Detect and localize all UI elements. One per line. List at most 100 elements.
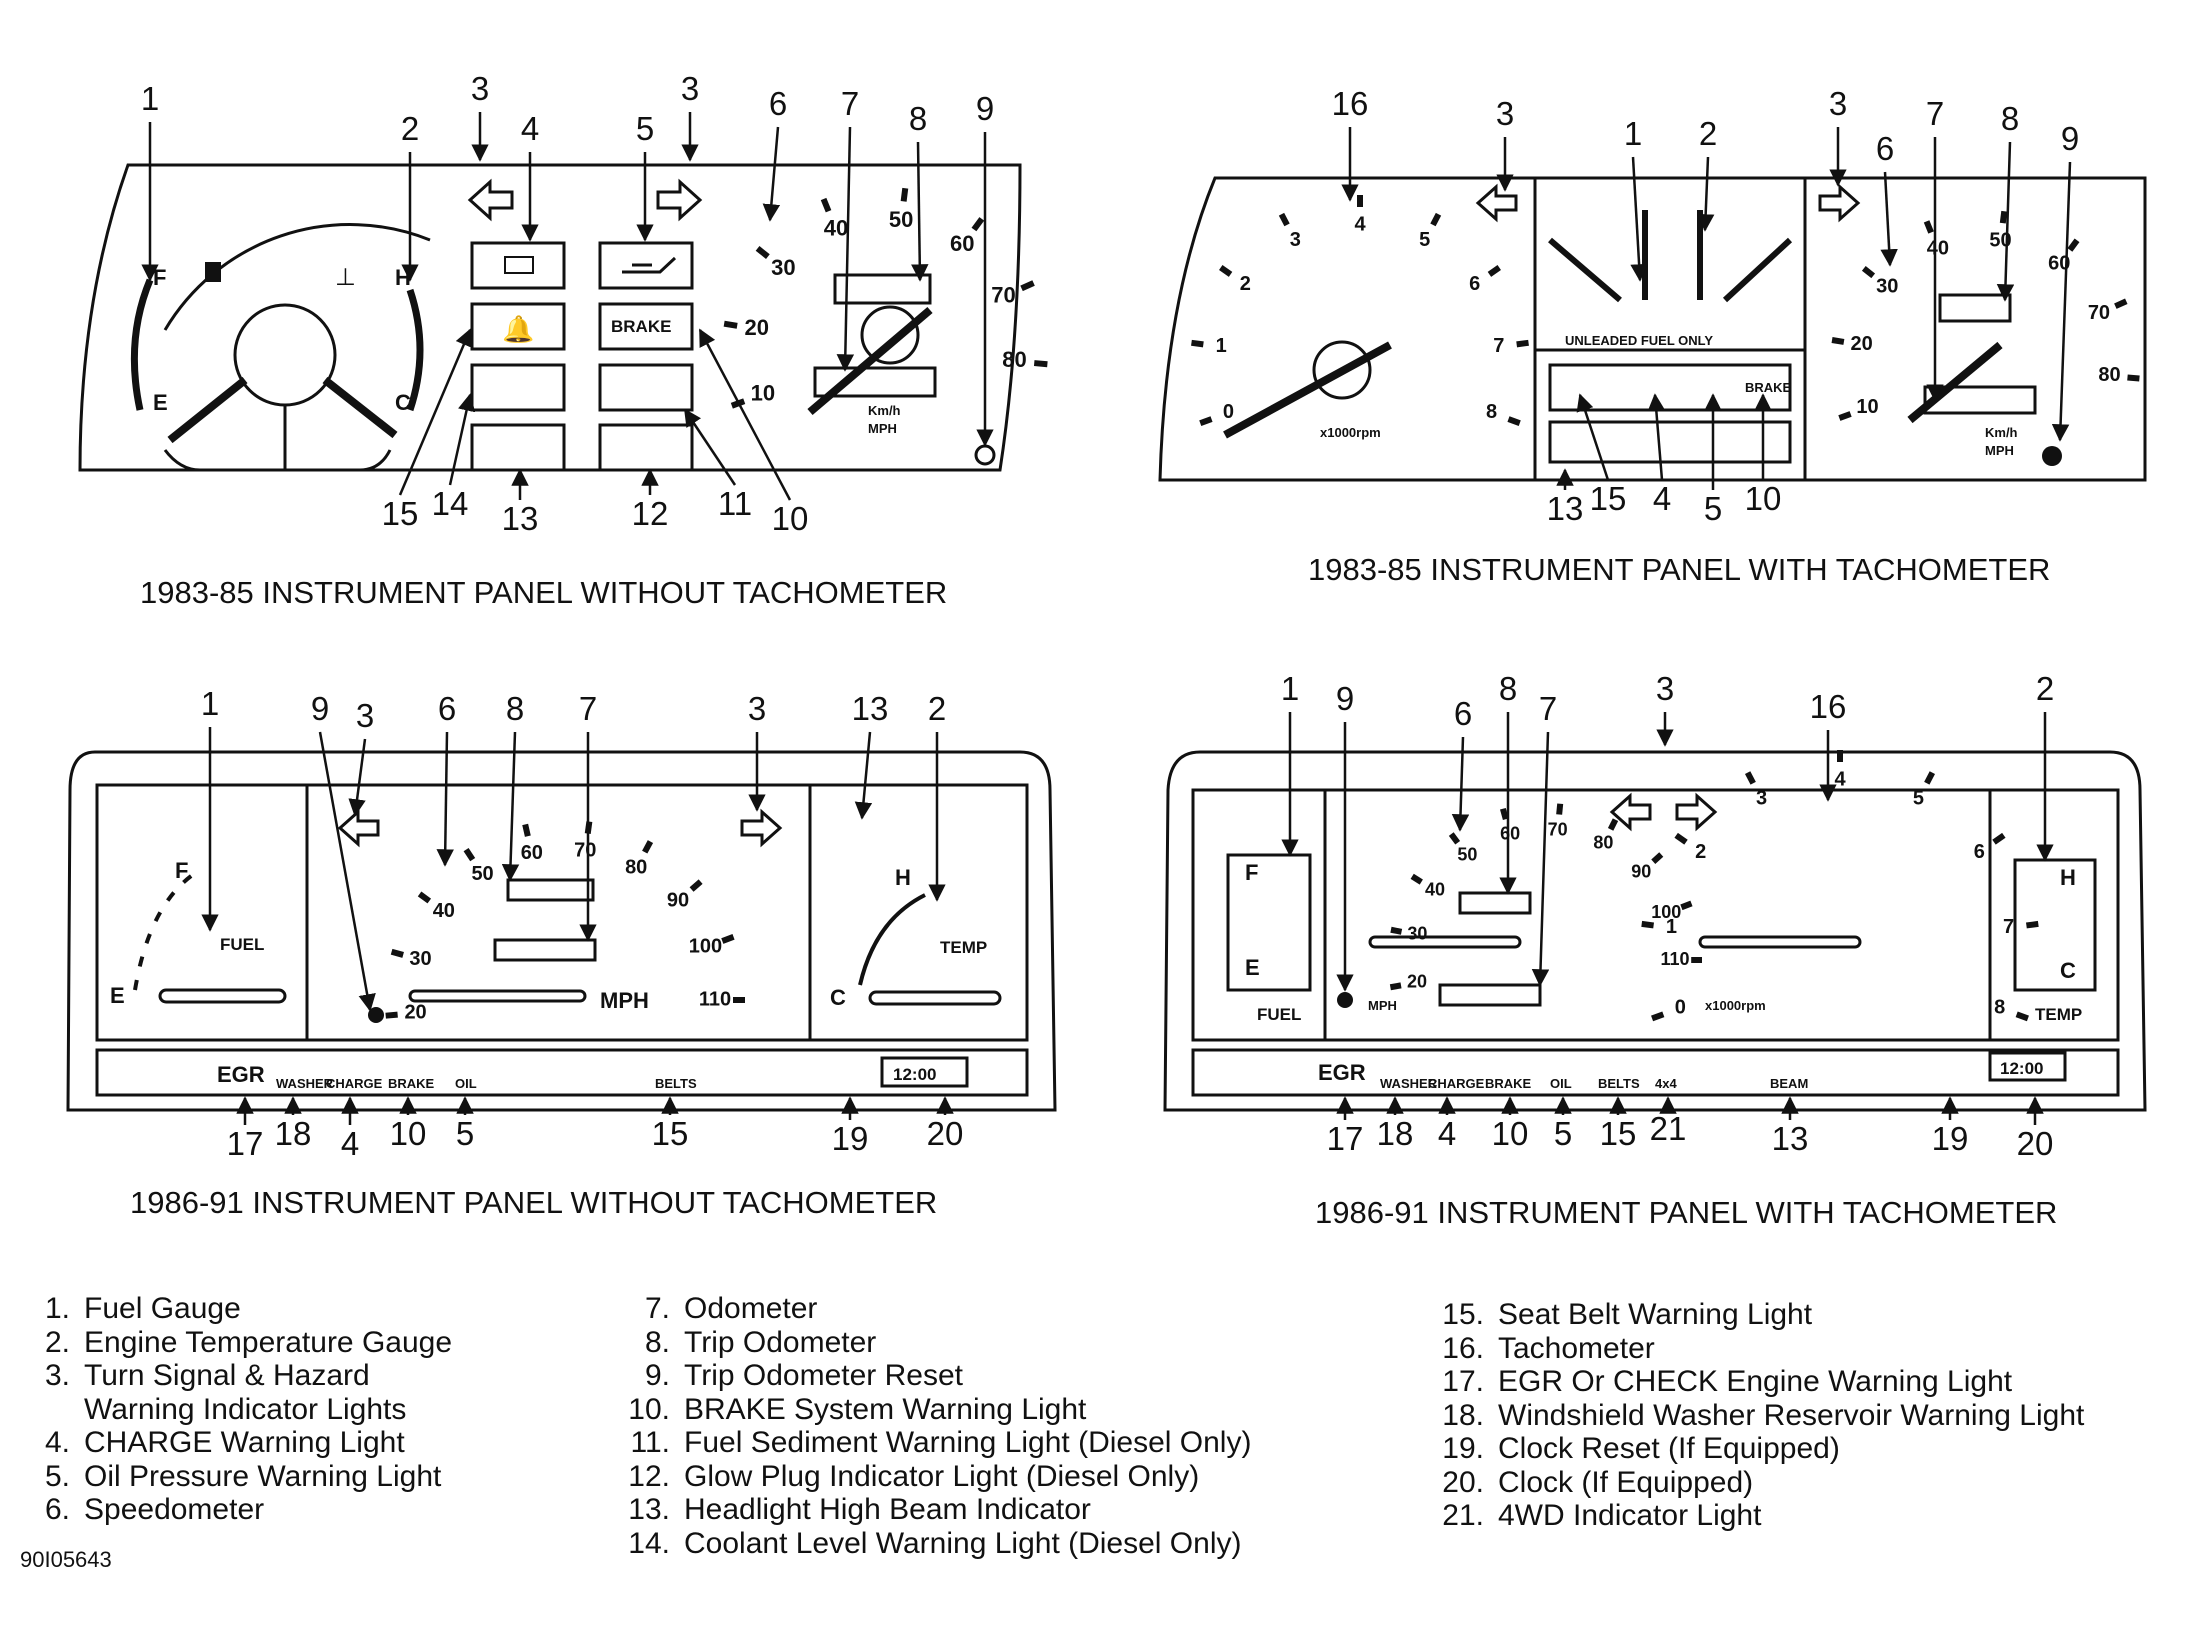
speed-tick: [689, 879, 703, 892]
speed-tick: [522, 823, 531, 837]
callout-leader: [1451, 736, 1470, 832]
fuel-pump-icon: [205, 262, 221, 282]
speed-mark: 50: [889, 207, 913, 232]
callout-1: 1: [1624, 115, 1642, 152]
legend-text: BRAKE System Warning Light: [684, 1392, 1087, 1426]
callout-3: 3: [1829, 85, 1847, 122]
right-turn-arrow: [740, 808, 783, 848]
callout-7: 7: [1926, 95, 1944, 132]
callout-leader: [762, 126, 781, 222]
speed-tick: [1607, 818, 1619, 831]
trip-odometer: [833, 273, 932, 305]
speed-tick: [417, 891, 432, 904]
callout-19: 19: [1932, 1120, 1969, 1157]
rpm-tick: [1191, 339, 1204, 348]
speed-mark: 40: [1425, 879, 1445, 899]
callout-leader: [1630, 156, 1648, 282]
left-turn-arrow: [1475, 183, 1518, 223]
speed-tick: [1923, 220, 1934, 234]
callout-3: 3: [748, 690, 766, 727]
brake-light: [598, 302, 694, 351]
egr-label: EGR: [1318, 1060, 1366, 1085]
speed-tick: [2127, 374, 2140, 382]
rpm-mark: 2: [1240, 273, 1251, 295]
speed-mark: 40: [1927, 238, 1949, 260]
callout-4: 4: [521, 110, 539, 147]
legend-text: Clock (If Equipped): [1498, 1465, 1754, 1499]
caption-1983-tach: 1983-85 INSTRUMENT PANEL WITH TACHOMETER: [1308, 552, 2051, 587]
callout-8: 8: [1499, 670, 1517, 707]
speed-tick: [900, 187, 909, 202]
speed-mark: 70: [2088, 302, 2110, 324]
rpm-mark: 4: [1354, 213, 1366, 235]
legend-text: CHARGE Warning Light: [84, 1426, 405, 1459]
callout-leader: [1696, 156, 1715, 232]
legend-item: 6.Speedometer: [28, 1493, 452, 1527]
rpm-mark: 1: [1666, 916, 1677, 938]
belts-label: BELTS: [1598, 1076, 1640, 1091]
lower-strip: [1548, 420, 1792, 464]
legend-text: Headlight High Beam Indicator: [684, 1493, 1091, 1526]
speed-mark: 110: [1660, 949, 1689, 969]
callout-leader: [1880, 171, 1898, 267]
speed-tick: [1838, 411, 1852, 421]
trip-odometer: [1458, 891, 1532, 915]
callout-9: 9: [311, 690, 329, 727]
rpm-mark: 7: [2003, 916, 2014, 938]
legend-text-continued: Warning Indicator Lights: [84, 1392, 407, 1426]
speed-tick: [1410, 873, 1423, 885]
temp-cold-label: C: [2060, 958, 2076, 983]
callout-21: 21: [1650, 1110, 1687, 1147]
legend-number: 1.: [44, 1292, 70, 1325]
rpm-tick: [2015, 1011, 2029, 1022]
fuel-sediment-light: [598, 363, 694, 412]
legend-text: Seat Belt Warning Light: [1498, 1298, 1813, 1331]
rpm-mark: 3: [1290, 229, 1301, 251]
left-turn-arrow: [1609, 792, 1652, 832]
left-turn-arrow: [337, 808, 380, 848]
caption-1986-tach: 1986-91 INSTRUMENT PANEL WITH TACHOMETER: [1315, 1195, 2058, 1230]
legend-text: Tachometer: [1498, 1331, 1655, 1365]
speed-mark: 30: [409, 948, 431, 970]
callout-leader: [836, 126, 855, 372]
legend-text: Engine Temperature Gauge: [84, 1325, 453, 1359]
fuel-empty-label: E: [153, 390, 168, 415]
speed-mark: 30: [771, 255, 795, 280]
rpm-mark: 7: [1493, 335, 1504, 357]
callout-leader: [2051, 161, 2072, 442]
callout-3: 3: [1496, 95, 1514, 132]
speed-mark: 90: [1631, 861, 1651, 881]
speed-tick: [2114, 298, 2128, 309]
trip-reset-knob: [2042, 446, 2062, 466]
rpm-label: x1000rpm: [1320, 425, 1381, 440]
warning-strip: [1191, 1048, 2120, 1097]
callout-13: 13: [502, 500, 539, 537]
legend-item: 11.Fuel Sediment Warning Light (Diesel O…: [628, 1426, 1252, 1460]
legend-item: 16.Tachometer: [1442, 1332, 2084, 1366]
legend-number: 17.: [1442, 1365, 1484, 1398]
legend-text: EGR Or CHECK Engine Warning Light: [1498, 1365, 2013, 1398]
rpm-mark: 6: [1469, 273, 1480, 295]
clock-display: [880, 1056, 969, 1088]
panel-bezel: [66, 750, 1057, 1112]
speed-tick: [1390, 926, 1403, 935]
speed-tick: [1448, 832, 1461, 845]
callout-2: 2: [401, 110, 419, 147]
rpm-tick: [1430, 212, 1442, 227]
right-turn-arrow: [656, 178, 703, 222]
callout-leader: [501, 731, 520, 882]
speed-mark: 40: [824, 215, 848, 240]
callout-1: 1: [1281, 670, 1299, 707]
callout-15: 15: [652, 1115, 689, 1152]
callout-13: 13: [1547, 490, 1584, 527]
legend-item: 18.Windshield Washer Reservoir Warning L…: [1442, 1399, 2084, 1433]
fuel-full-label: F: [175, 858, 188, 883]
odometer: [1438, 983, 1542, 1007]
brake-label-3: BRAKE: [388, 1076, 435, 1091]
